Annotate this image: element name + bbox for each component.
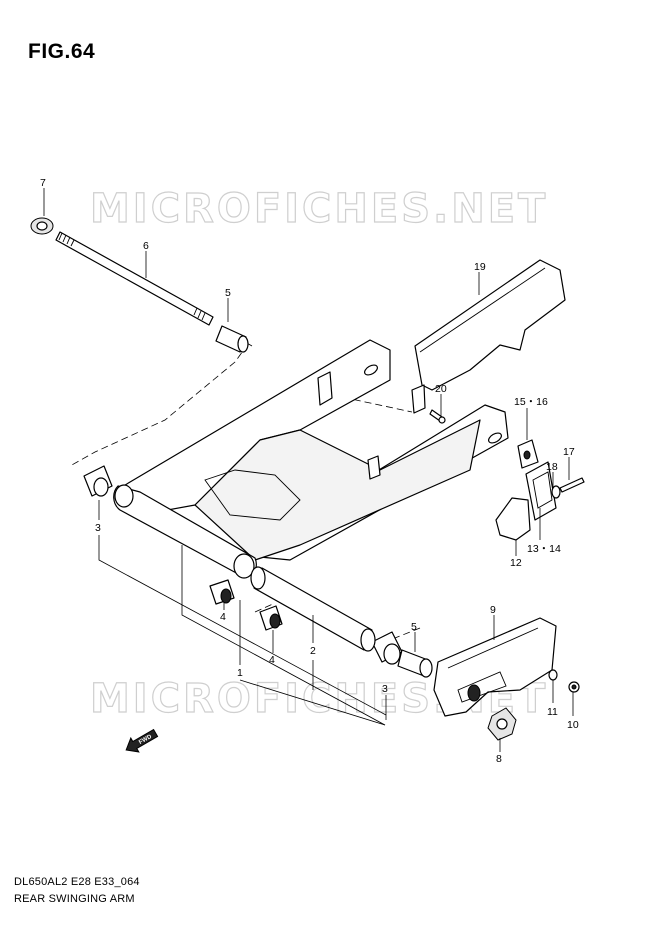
callout-10: 10	[567, 719, 579, 731]
assembly-name: REAR SWINGING ARM	[14, 893, 135, 905]
forward-direction-arrow: FWD	[125, 728, 159, 753]
callout-20: 20	[435, 383, 447, 395]
callout-6: 6	[143, 240, 149, 252]
callout-9: 9	[490, 604, 496, 616]
callout-labels: 7 6 5 19 20 15・16 17 18 13・14 12 9 5 3 3…	[40, 177, 579, 765]
part-bush-5-upper[interactable]	[215, 325, 249, 353]
part-pivot-shaft-6[interactable]	[55, 231, 214, 326]
callout-1: 1	[237, 667, 243, 679]
part-nut-8[interactable]	[487, 707, 517, 741]
part-bolt-10[interactable]	[568, 681, 580, 693]
callout-8: 8	[496, 753, 502, 765]
part-chain-guide-9[interactable]	[433, 617, 557, 717]
callout-17: 17	[563, 446, 575, 458]
part-adjuster-13-14[interactable]	[525, 461, 557, 521]
callout-19: 19	[474, 261, 486, 273]
part-spacer-4-a[interactable]	[209, 579, 235, 605]
callout-11: 11	[547, 706, 558, 718]
callout-13-14: 13・14	[527, 543, 561, 555]
callout-18: 18	[546, 461, 558, 473]
part-collar-11[interactable]	[548, 669, 558, 681]
watermark-top: MICROFICHES.NET	[90, 186, 548, 232]
model-code: DL650AL2 E28 E33_064	[14, 876, 140, 888]
callout-5-lower: 5	[411, 621, 417, 633]
part-bolt-17[interactable]	[559, 477, 585, 493]
part-swingarm-1[interactable]	[113, 339, 509, 579]
callout-4-a: 4	[220, 611, 226, 623]
callout-3-right: 3	[382, 683, 388, 695]
callout-4-b: 4	[269, 654, 275, 666]
callout-3-left: 3	[95, 522, 101, 534]
figure-title: FIG.64	[28, 40, 96, 63]
part-bush-5-lower[interactable]	[397, 649, 433, 678]
part-spacer-4-b[interactable]	[259, 605, 283, 631]
callout-7: 7	[40, 177, 46, 189]
part-bracket-12[interactable]	[495, 497, 531, 541]
part-washer-18[interactable]	[551, 485, 561, 499]
callout-5-upper: 5	[225, 287, 231, 299]
part-pad-15-16[interactable]	[517, 439, 539, 469]
leader-lines	[43, 188, 574, 752]
part-nut-7[interactable]	[30, 217, 54, 235]
part-bolt-20[interactable]	[429, 409, 446, 424]
part-pivot-tube-2[interactable]	[250, 566, 376, 652]
part-bearing-3-left[interactable]	[83, 465, 113, 497]
callout-2: 2	[310, 645, 316, 657]
part-chain-cover-19[interactable]	[411, 259, 566, 414]
callout-15-16: 15・16	[514, 396, 548, 408]
callout-12: 12	[510, 557, 522, 569]
